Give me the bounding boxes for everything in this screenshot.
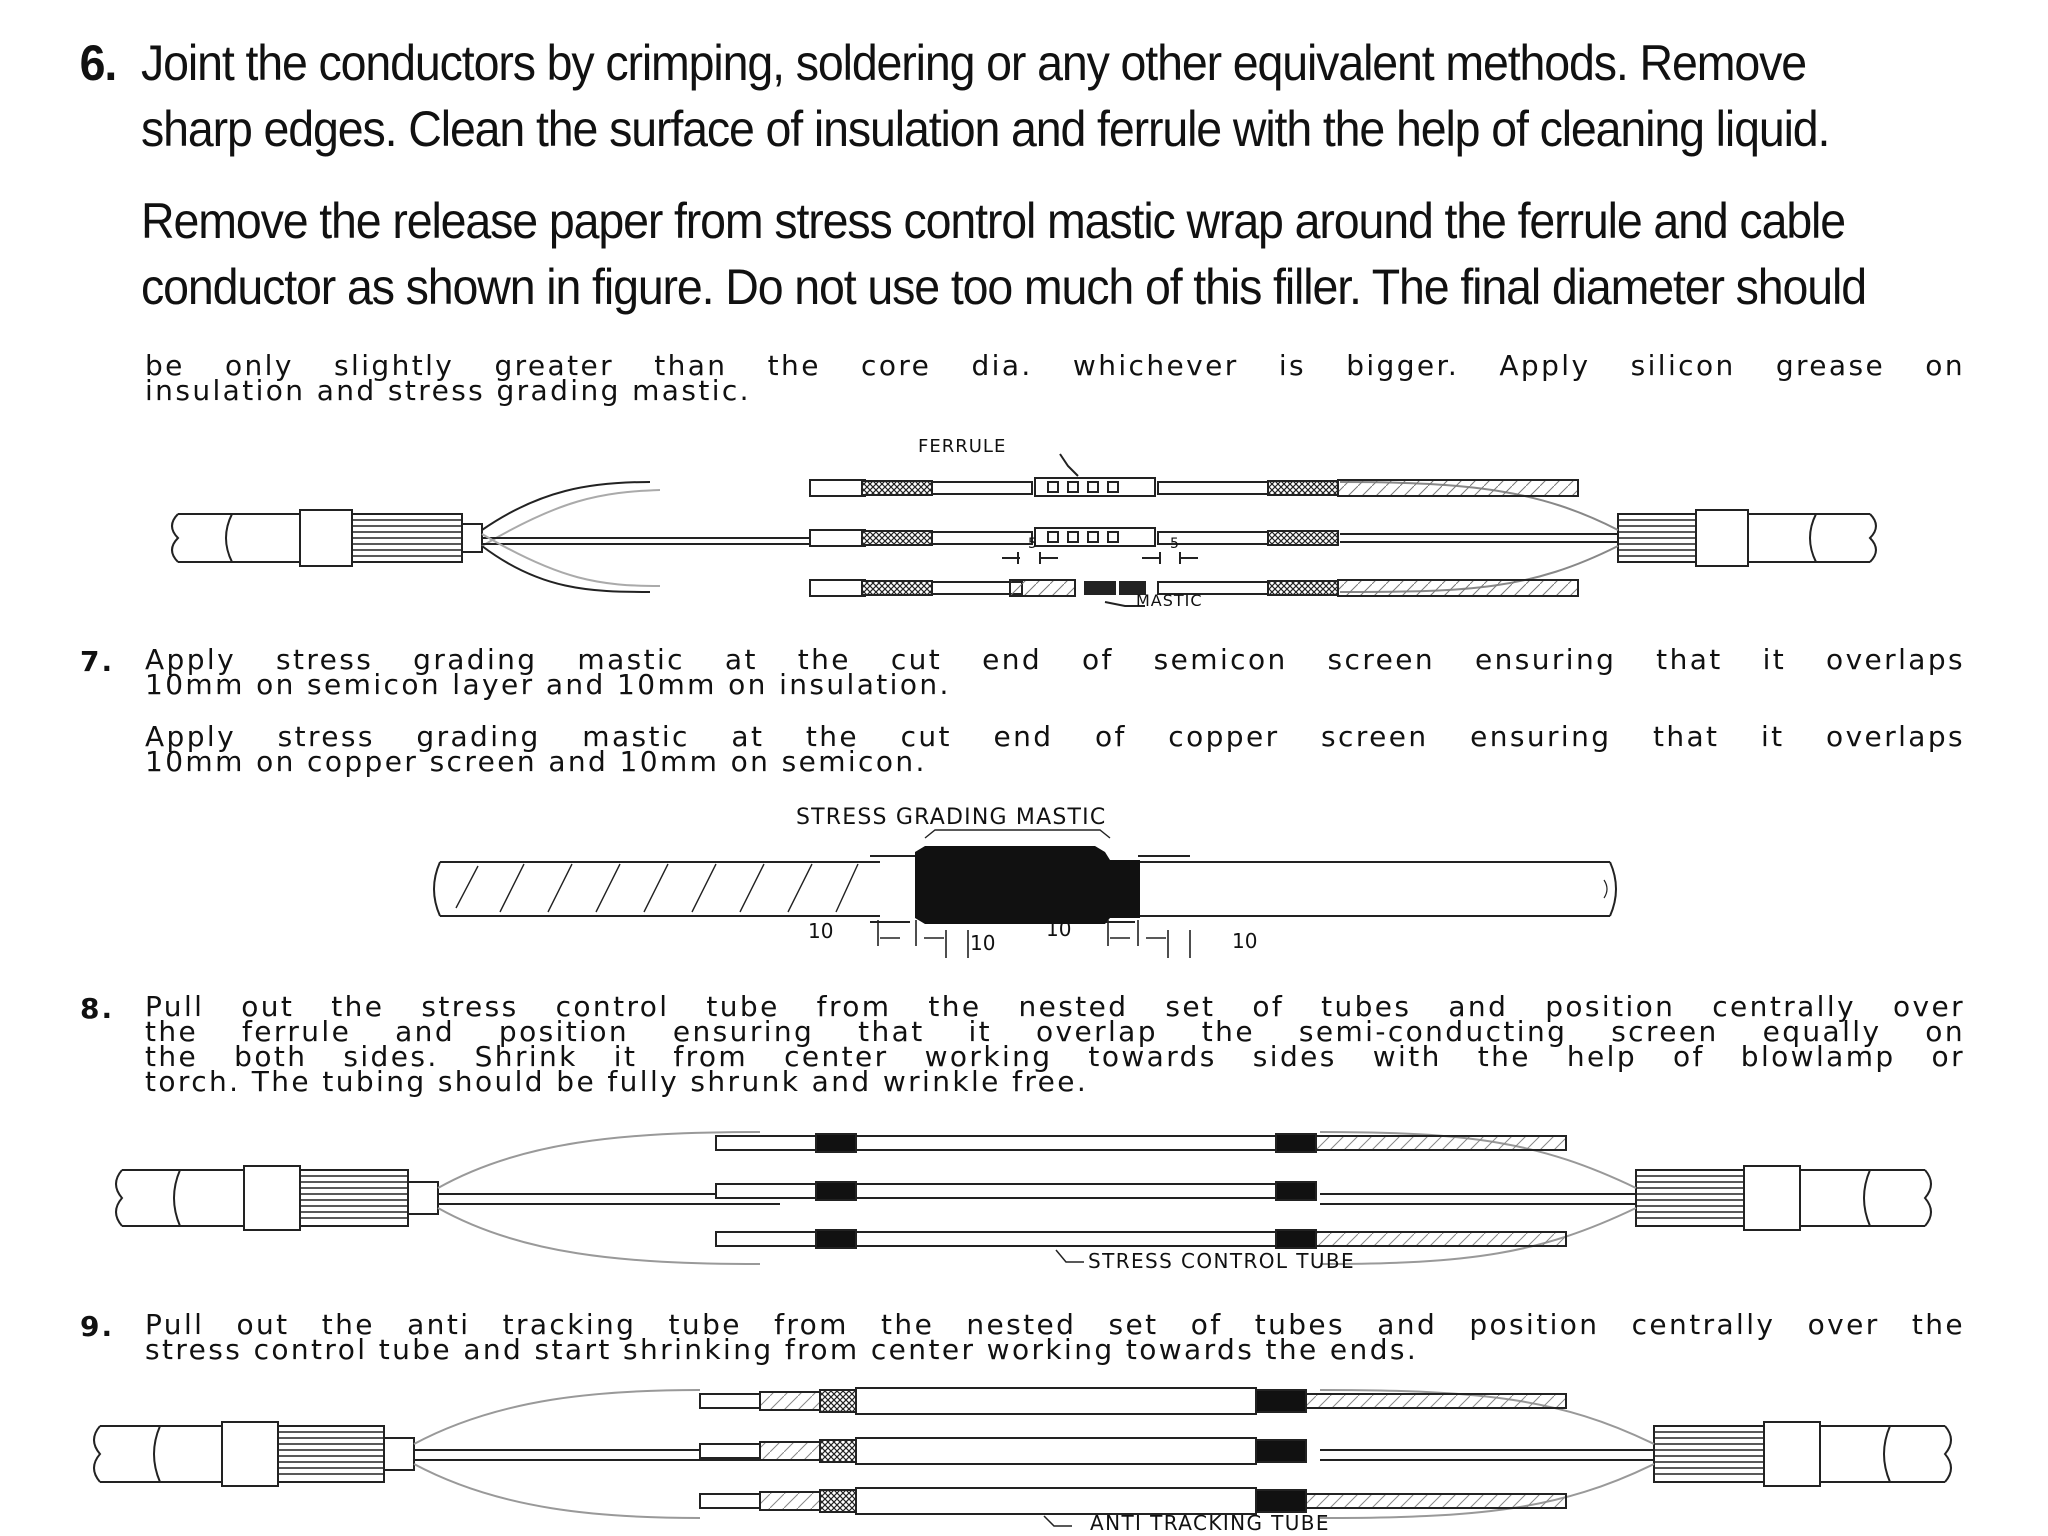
core-top (809, 477, 1579, 497)
right-cable-screen (1617, 513, 1697, 563)
left-cable-screen (351, 513, 463, 563)
step-6-small-line-1: be only slightly greater than the core d… (145, 349, 1965, 382)
step-7-number: 7. (80, 645, 115, 678)
dim-b-label: 5 (1170, 536, 1179, 552)
step-7-p1-line-2: 10mm on semicon layer and 10mm on insula… (145, 668, 951, 701)
step-9-number: 9. (80, 1310, 115, 1343)
figure-stress-grading-mastic: STRESS GRADING MASTIC 10 10 10 10 (433, 805, 1617, 958)
core-rows (809, 453, 1579, 607)
step-6-p2-line-2: conductor as shown in figure. Do not use… (141, 259, 1867, 315)
step-6-p2-line-1: Remove the release paper from stress con… (141, 193, 1846, 249)
figure-stress-control-tube: STRESS CONTROL TUBE (115, 1131, 1932, 1273)
stress-control-tubes (715, 1133, 1567, 1263)
stress-grading-mastic-label: STRESS GRADING MASTIC (796, 805, 1106, 830)
step-8-line-3: the both sides. Shrink it from center wo… (145, 1040, 1965, 1073)
step-8-text: Pull out the stress control tube from th… (145, 990, 1965, 1098)
step-6-number: 6. (79, 35, 118, 91)
step-9-text: Pull out the anti tracking tube from the… (145, 1308, 1965, 1366)
ferrule-label: FERRULE (918, 436, 1006, 457)
step-6-text: 6. Joint the conductors by crimping, sol… (80, 30, 1831, 162)
dim-10-d: 10 (1232, 929, 1257, 953)
step-6-small-line-2: insulation and stress grading mastic. (145, 374, 751, 407)
step-7-paragraph-2: Apply stress grading mastic at the cut e… (145, 720, 1965, 778)
step-6-paragraph-2: Remove the release paper from stress con… (141, 188, 1867, 320)
mastic-label: MASTIC (1136, 591, 1203, 610)
step-6-continuation: be only slightly greater than the core d… (145, 349, 1965, 407)
figure-anti-tracking-tube: ANTI TRACKING TUBE (93, 1387, 1952, 1535)
figure-ferrule-joint: FERRULE 5 5 MASTIC (171, 436, 1877, 610)
core-bottom (809, 579, 1579, 597)
step-6-line-1: Joint the conductors by crimping, solder… (141, 35, 1807, 91)
step-7-p1-line-1: Apply stress grading mastic at the cut e… (145, 643, 1965, 676)
dim-10-b: 10 (970, 931, 995, 955)
dim-10-c: 10 (1046, 917, 1071, 941)
step-9-line-1: Pull out the anti tracking tube from the… (145, 1308, 1965, 1341)
step-7-paragraph-1: Apply stress grading mastic at the cut e… (145, 643, 1965, 701)
core-middle (809, 527, 1339, 547)
anti-tracking-tubes (699, 1387, 1567, 1527)
mastic-black-bands (915, 846, 1140, 924)
step-6-line-2: sharp edges. Clean the surface of insula… (141, 101, 1830, 157)
anti-tracking-tube-label: ANTI TRACKING TUBE (1090, 1511, 1330, 1535)
step-7-p2-line-2: 10mm on copper screen and 10mm on semico… (145, 745, 927, 778)
step-7-p2-line-1: Apply stress grading mastic at the cut e… (145, 720, 1965, 753)
dim-a-label: 5 (1028, 536, 1037, 552)
step-8-line-4: torch. The tubing should be fully shrunk… (145, 1065, 1089, 1098)
step-9-line-2: stress control tube and start shrinking … (145, 1333, 1419, 1366)
stress-control-tube-label: STRESS CONTROL TUBE (1088, 1249, 1355, 1273)
step-8-line-1: Pull out the stress control tube from th… (145, 990, 1965, 1023)
step-8-line-2: the ferrule and position ensuring that i… (145, 1015, 1965, 1048)
step-8-number: 8. (80, 992, 115, 1025)
dim-10-a: 10 (808, 919, 833, 943)
